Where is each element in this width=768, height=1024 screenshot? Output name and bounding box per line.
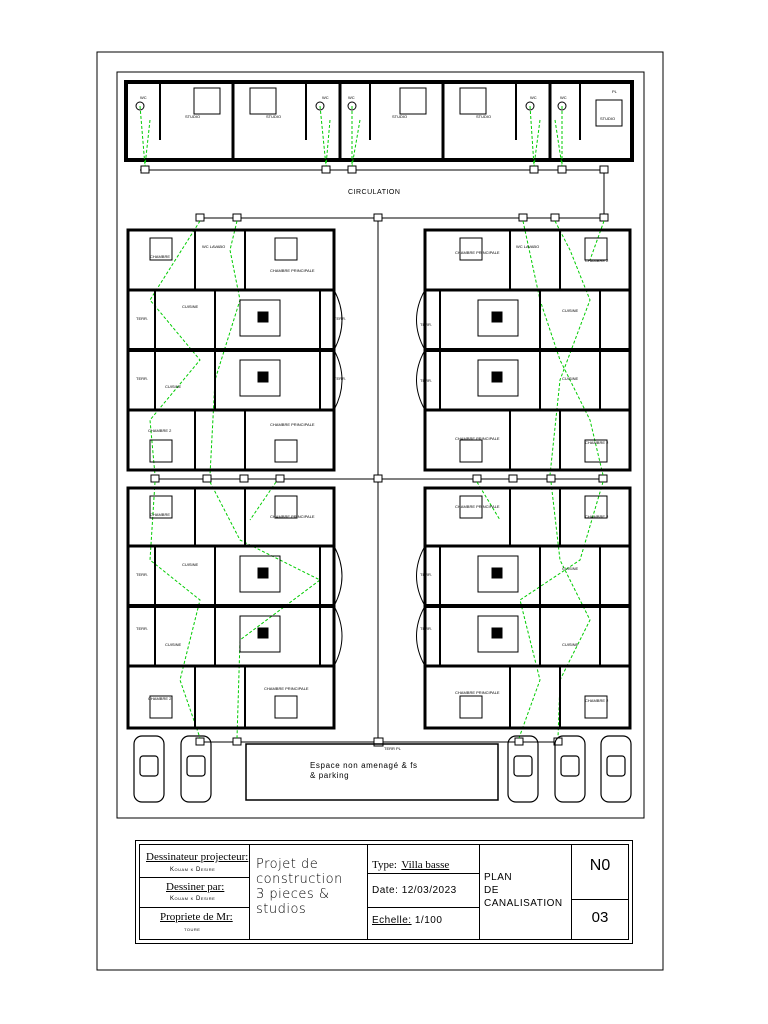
studio-label: STUDIO — [266, 114, 281, 119]
pipe-runs — [139, 105, 605, 739]
cuisine-label: CUISINE — [165, 642, 182, 647]
title-block: Dessinateur projecteur: Kouam k Desire D… — [135, 840, 633, 944]
chambre-principale-label: CHAMBRE PRINCIPALE — [264, 686, 309, 691]
sheet-frame — [96, 51, 664, 971]
project-cell: Projet de construction 3 pieces & studio… — [250, 845, 368, 939]
owner-label: Propriete de Mr: — [160, 911, 233, 923]
chambre-2-label: CHAMBRE 2 — [585, 440, 609, 445]
title-block-inner: Dessinateur projecteur: Kouam k Desire D… — [139, 844, 629, 940]
project-line-3: 3 pieces & — [256, 887, 330, 902]
studio-row — [124, 80, 634, 162]
chambre-principale-label: CHAMBRE PRINCIPALE — [455, 436, 500, 441]
designer-name: Kouam k Desire — [170, 867, 216, 873]
project-line-4: studios — [256, 902, 307, 917]
cuisine-label: CUISINE — [182, 562, 199, 567]
type-value: Villa basse — [401, 859, 450, 871]
sheet-cell: N0 03 — [572, 845, 628, 939]
cuisine-label: CUISINE — [562, 308, 579, 313]
left-apartments — [126, 228, 343, 730]
parking-area — [245, 743, 499, 801]
sheet-code: N0 — [589, 857, 611, 874]
right-apartments — [416, 228, 632, 730]
car-icons — [133, 735, 632, 803]
inspection-boxes — [140, 165, 609, 747]
cuisine-label: CUISINE — [562, 376, 579, 381]
designer-label: Dessinateur projecteur: — [146, 851, 249, 863]
studio-label: STUDIO — [392, 114, 407, 119]
terrasse-label: TERR. — [420, 626, 432, 631]
plan-line-3: CANALISATION — [484, 898, 563, 909]
plan-cell: PLAN DE CANALISATION — [480, 845, 572, 939]
owner-name: toure — [184, 927, 201, 933]
terrasse-label: TERR. — [420, 378, 432, 383]
chambre-principale-label: CHAMBRE PRINCIPALE — [455, 690, 500, 695]
designer-cell: Dessinateur projecteur: Kouam k Desire D… — [140, 845, 250, 939]
room-labels: CHAMBRE WC LAVABO CHAMBRE PRINCIPALE CUI… — [136, 244, 609, 751]
wc-label: WC — [348, 95, 355, 100]
scale-value: 1/100 — [414, 915, 443, 926]
type-label: Type: — [372, 859, 397, 871]
terrasse-label: TERR. — [136, 376, 148, 381]
terrasse-label: TERR. — [334, 376, 346, 381]
chambre-principale-label: CHAMBRE PRINCIPALE — [455, 504, 500, 509]
chambre-2-label: CHAMBRE 2 — [585, 258, 609, 263]
scale-label: Echelle: — [372, 915, 412, 926]
date-label: Date: — [372, 885, 399, 896]
drawn-by-label: Dessiner par: — [166, 881, 225, 893]
terrasse-label: TERR. — [420, 572, 432, 577]
terrasse-label: TERR. — [136, 572, 148, 577]
plan-line-2: DE — [484, 885, 499, 896]
open-space-label: Espace non amenagé & fs — [310, 761, 418, 770]
date-value: 12/03/2023 — [401, 885, 457, 896]
cuisine-label: CUISINE — [182, 304, 199, 309]
terrasse-label: TERR. — [136, 316, 148, 321]
wc-label: WC — [560, 95, 567, 100]
cuisine-label: CUISINE — [562, 642, 579, 647]
studio-label: STUDIO — [600, 116, 615, 121]
chambre-principale-label: CHAMBRE PRINCIPALE — [270, 422, 315, 427]
wc-lavabo-label: WC LAVABO — [516, 244, 539, 249]
chambre-2-label: CHAMBRE 2 — [148, 428, 172, 433]
cuisine-label: CUISINE — [165, 384, 182, 389]
plan-line-1: PLAN — [484, 872, 513, 883]
chambre-2-label: CHAMBRE 2 — [585, 698, 609, 703]
project-line-1: Projet de — [256, 857, 319, 872]
chambre-principale-label: CHAMBRE PRINCIPALE — [455, 250, 500, 255]
septic-label: TERR PL — [384, 746, 402, 751]
wc-label: WC — [322, 95, 329, 100]
chambre-2-label: CHAMBRE 2 — [148, 696, 172, 701]
chambre-2-label: CHAMBRE 2 — [585, 514, 609, 519]
chambre-principale-label: CHAMBRE PRINCIPALE — [270, 514, 315, 519]
info-cell: Type: Villa basse Date: 12/03/2023 Echel… — [368, 845, 480, 939]
open-space-label-2: & parking — [310, 771, 349, 780]
studio-label: STUDIO — [476, 114, 491, 119]
studio-labels: STUDIO STUDIO STUDIO STUDIO STUDIO WC WC… — [140, 89, 618, 121]
drawn-by-name: Kouam k Desire — [170, 896, 216, 902]
wc-label: WC — [140, 95, 147, 100]
terrasse-label: TERR. — [420, 322, 432, 327]
drain-network — [140, 169, 605, 743]
chambre-principale-label: CHAMBRE PRINCIPALE — [270, 268, 315, 273]
terrasse-label: TERR. — [136, 626, 148, 631]
circulation-label: CIRCULATION — [348, 189, 400, 196]
project-line-2: construction — [256, 872, 343, 887]
wc-lavabo-label: WC LAVABO — [202, 244, 225, 249]
pl-label: PL — [612, 89, 618, 94]
cuisine-label: CUISINE — [562, 566, 579, 571]
wc-label: WC — [530, 95, 537, 100]
terrasse-label: TERR. — [334, 316, 346, 321]
building-outline — [116, 71, 645, 819]
sheet-number: 03 — [591, 909, 609, 926]
studio-label: STUDIO — [185, 114, 200, 119]
chambre-label: CHAMBRE — [150, 512, 170, 517]
chambre-label: CHAMBRE — [150, 254, 170, 259]
